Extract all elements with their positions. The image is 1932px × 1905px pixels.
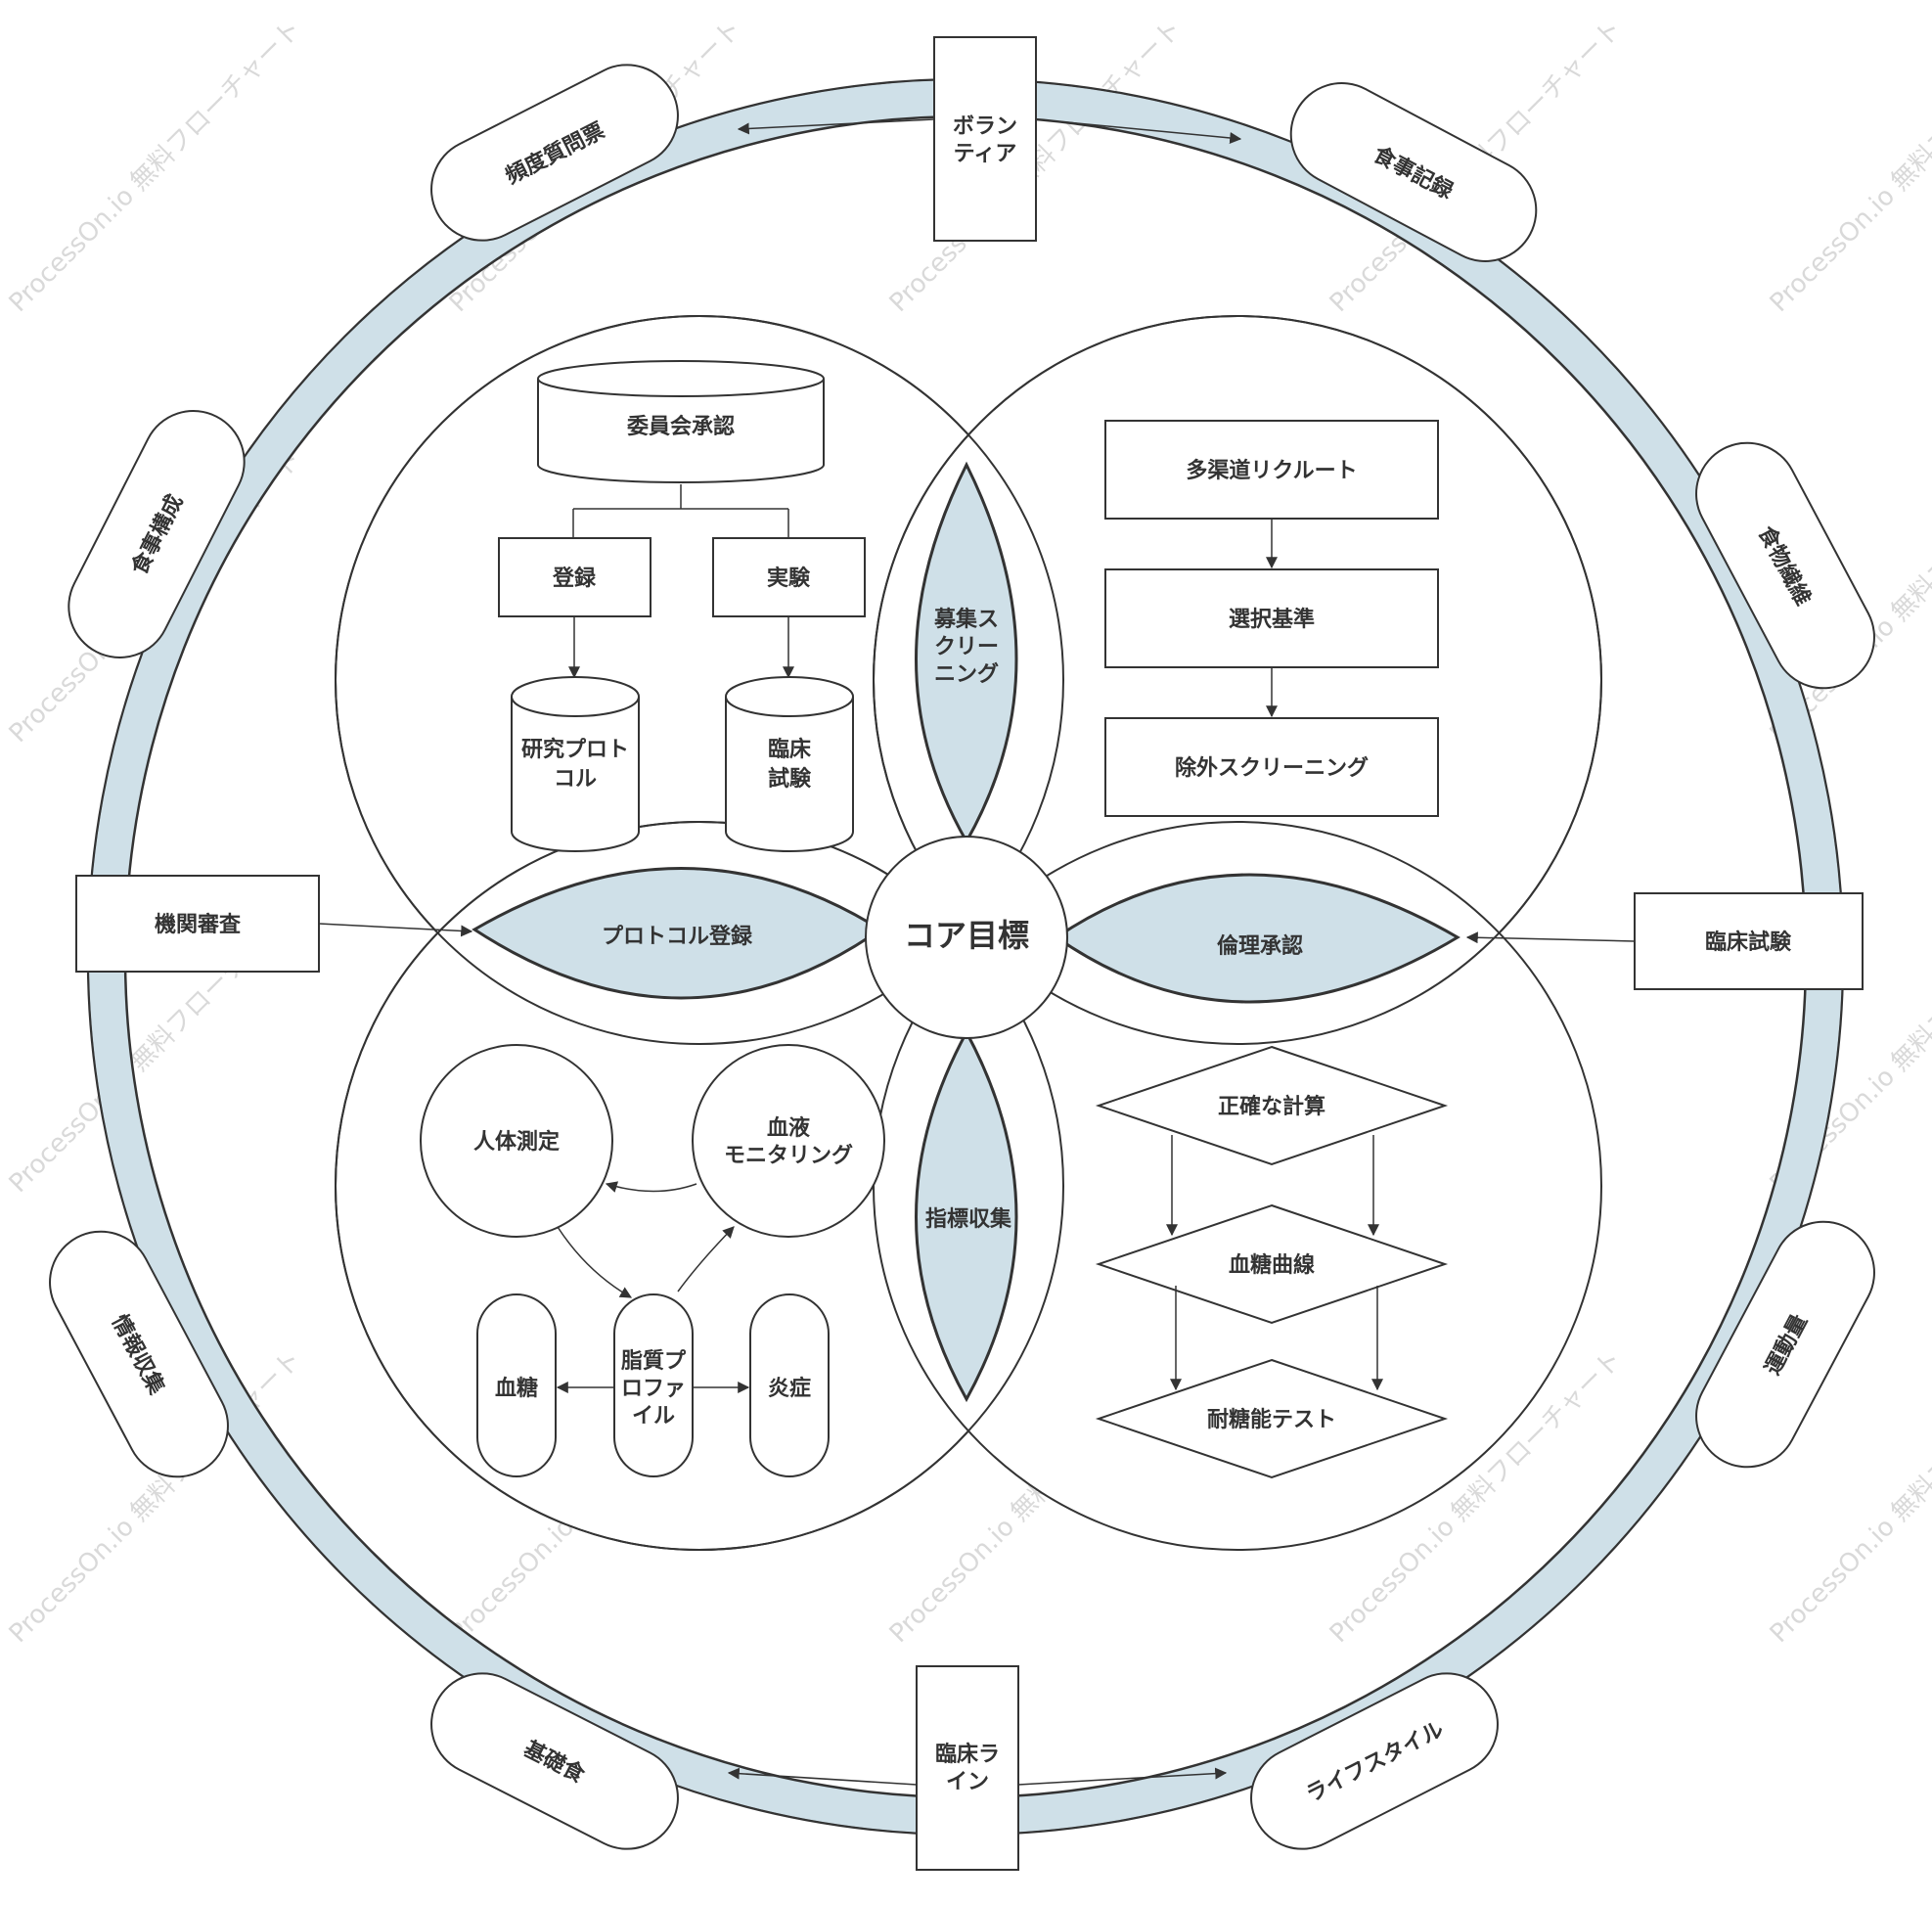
recruit-step-1-label: 多渠道リクルート — [1186, 458, 1357, 483]
lipid-label-1: 脂質プ — [621, 1348, 687, 1374]
quadrant-top-left: 委員会承認 登録 実験 研究プロト コル 臨床 試験 — [498, 360, 866, 852]
diamond-3-label: 耐糖能テスト — [1207, 1407, 1336, 1432]
protocol-label-1: 研究プロト — [521, 737, 629, 762]
blood-monitor-node[interactable]: 血液 モニタリング — [692, 1044, 885, 1238]
watermark-text: ProcessOn.io 無料フローチャート — [4, 15, 307, 318]
clinical-node[interactable]: 臨床 試験 — [725, 676, 854, 852]
ring-pills: 頻度質問票 食事記録 食事構成 食物繊維 情報収集 運動量 基礎食 ライフスタ — [32, 47, 1893, 1866]
quadrant-bottom-right: 正確な計算 血糖曲線 耐糖能テスト — [1095, 1045, 1449, 1479]
watermark-text: ProcessOn.io 無料フローチャート — [1765, 15, 1932, 318]
diamond-2-label: 血糖曲線 — [1229, 1252, 1315, 1278]
institution-review-label: 機関審査 — [155, 912, 242, 937]
anthropometry-label: 人体測定 — [473, 1129, 560, 1155]
experiment-node[interactable]: 実験 — [712, 537, 866, 617]
lipid-label-3: イル — [632, 1404, 675, 1429]
register-node[interactable]: 登録 — [498, 537, 651, 617]
petal-top-line1: 募集ス — [933, 607, 999, 632]
petal-top-line3: ニング — [934, 661, 999, 687]
pill-lifestyle[interactable]: ライフスタイル — [1234, 1656, 1515, 1866]
pill-info-collection[interactable]: 情報収集 — [32, 1213, 247, 1494]
clinical-label-1: 臨床 — [768, 737, 812, 762]
committee-label: 委員会承認 — [627, 414, 735, 439]
diamond-1-label: 正確な計算 — [1218, 1094, 1325, 1119]
petal-left-label: プロトコル登録 — [602, 924, 753, 949]
center-node: コア目標 — [865, 836, 1068, 1039]
register-label: 登録 — [552, 566, 597, 591]
clinical-line-label-2: イン — [946, 1770, 989, 1794]
clinical-trial-box[interactable]: 臨床試験 — [1634, 892, 1864, 990]
petal-bottom-label: 指標収集 — [925, 1206, 1012, 1232]
quadrant-circles — [335, 315, 1602, 1551]
quadrant-top-right: 多渠道リクルート 選択基準 除外スクリーニング — [1104, 420, 1439, 817]
experiment-label: 実験 — [767, 566, 811, 591]
recruit-step-1[interactable]: 多渠道リクルート — [1104, 420, 1439, 520]
institution-review-box[interactable]: 機関審査 — [75, 875, 320, 973]
lipid-node[interactable]: 脂質プ ロファ イル — [613, 1293, 694, 1477]
anthropometry-node[interactable]: 人体測定 — [420, 1044, 613, 1238]
recruit-step-2[interactable]: 選択基準 — [1104, 568, 1439, 668]
clinical-line-box[interactable]: 臨床ラ イン — [916, 1665, 1019, 1871]
pill-meal-record[interactable]: 食事記録 — [1273, 66, 1553, 280]
pill-food-fiber[interactable]: 食物繊維 — [1679, 425, 1893, 705]
volunteer-label-1: ボラン — [953, 114, 1017, 139]
volunteer-box[interactable]: ボラン ティア — [933, 36, 1037, 242]
clinical-trial-label: 臨床試験 — [1705, 930, 1792, 955]
petals — [472, 461, 1460, 1403]
petal-bottom — [915, 1028, 1018, 1403]
recruit-step-2-label: 選択基準 — [1229, 607, 1315, 632]
inflammation-node[interactable]: 炎症 — [749, 1293, 830, 1477]
volunteer-label-2: ティア — [954, 142, 1017, 166]
ring-boxes: ボラン ティア 臨床ラ イン 機関審査 臨床試験 — [75, 36, 1864, 1871]
diamond-2[interactable]: 血糖曲線 — [1095, 1203, 1449, 1325]
blood-monitor-label-2: モニタリング — [724, 1143, 853, 1168]
protocol-node[interactable]: 研究プロト コル — [511, 676, 640, 852]
pill-exercise[interactable]: 運動量 — [1679, 1203, 1893, 1484]
center-label: コア目標 — [904, 917, 1029, 954]
pill-meal-composition[interactable]: 食事構成 — [51, 393, 261, 675]
committee-node[interactable]: 委員会承認 — [537, 360, 825, 483]
petal-top-line2: クリー — [934, 635, 999, 659]
clinical-line-label-1: 臨床ラ — [935, 1742, 1000, 1767]
pill-base-diet[interactable]: 基礎食 — [414, 1656, 696, 1866]
glucose-label: 血糖 — [495, 1376, 538, 1401]
lipid-label-2: ロファ — [621, 1377, 686, 1401]
petal-right — [1054, 873, 1460, 1004]
clinical-label-2: 試験 — [768, 766, 812, 792]
diamond-3[interactable]: 耐糖能テスト — [1095, 1358, 1449, 1479]
pill-freq-questionnaire[interactable]: 頻度質問票 — [414, 47, 696, 257]
recruit-step-3[interactable]: 除外スクリーニング — [1104, 717, 1439, 817]
glucose-node[interactable]: 血糖 — [476, 1293, 557, 1477]
petal-right-label: 倫理承認 — [1217, 933, 1303, 959]
blood-monitor-label-1: 血液 — [767, 1115, 810, 1141]
petal-labels: 募集ス クリー ニング プロトコル登録 倫理承認 指標収集 — [602, 607, 1303, 1232]
diamond-1[interactable]: 正確な計算 — [1095, 1045, 1449, 1166]
inflammation-label: 炎症 — [768, 1376, 811, 1401]
quadrant-bottom-left: 人体測定 血液 モニタリング 血糖 脂質プ ロファ イル 炎症 — [420, 1044, 885, 1477]
recruit-step-3-label: 除外スクリーニング — [1175, 755, 1369, 781]
protocol-label-2: コル — [554, 767, 597, 792]
